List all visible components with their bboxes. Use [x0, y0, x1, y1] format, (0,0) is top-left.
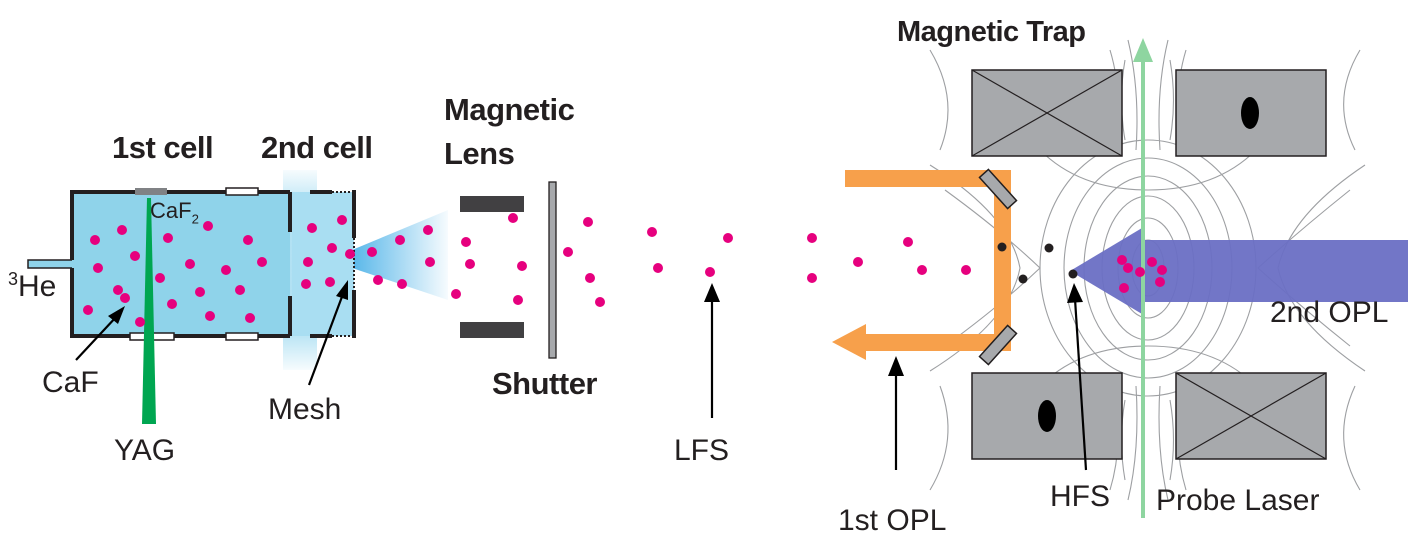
molecule-dot	[508, 213, 518, 223]
molecule-dot	[647, 227, 657, 237]
molecule-dot	[583, 217, 593, 227]
molecule-dot	[853, 257, 863, 267]
coil-top-left	[971, 69, 1123, 157]
second-cell	[310, 190, 356, 338]
molecule-dot	[465, 259, 475, 269]
molecule-dot	[203, 221, 213, 231]
he3-inlet	[27, 259, 77, 269]
molecule-dot	[705, 267, 715, 277]
coil-top-right	[1175, 69, 1327, 157]
molecule-dot	[1155, 277, 1165, 287]
molecule-dot	[1117, 255, 1127, 265]
molecule-dot	[185, 259, 195, 269]
molecule-dot	[903, 237, 913, 247]
he3-label: 3He	[8, 270, 56, 302]
molecule-dot	[243, 235, 253, 245]
molecule-dot	[917, 265, 927, 275]
second-opl-beam	[1070, 228, 1408, 314]
molecule-dot	[373, 275, 383, 285]
magnetic-label: Magnetic	[444, 92, 575, 127]
molecule-dot	[961, 265, 971, 275]
molecule-dot	[1135, 267, 1145, 277]
molecule-dot	[345, 249, 355, 259]
caf2-label: CaF2	[150, 200, 199, 226]
second-opl-label: 2nd OPL	[1270, 296, 1389, 329]
molecule-dot	[513, 295, 523, 305]
molecule-dot	[117, 225, 127, 235]
molecule-dot	[221, 265, 231, 275]
molecule-dot	[1147, 257, 1157, 267]
lens-label: Lens	[444, 136, 515, 171]
he3-superscript: 3	[8, 269, 19, 289]
molecule-dot	[120, 293, 130, 303]
molecule-dot	[563, 247, 573, 257]
molecule-dot	[517, 261, 527, 271]
molecule-dot	[90, 235, 100, 245]
he3-text: He	[18, 270, 57, 303]
molecule-dot	[93, 263, 103, 273]
molecule-dot	[461, 237, 471, 247]
molecule-dot	[451, 289, 461, 299]
molecule-dot	[130, 251, 140, 261]
molecule-dot	[595, 297, 605, 307]
molecule-dot	[303, 257, 313, 267]
first-opl-label: 1st OPL	[838, 504, 947, 537]
caf-label: CaF	[42, 366, 99, 399]
molecule-dot	[653, 263, 663, 273]
caf2-subscript: 2	[191, 211, 199, 227]
molecule-dot	[807, 233, 817, 243]
lfs-label: LFS	[674, 434, 730, 467]
molecule-dot	[135, 317, 145, 327]
molecule-dot	[235, 285, 245, 295]
molecule-dot	[83, 305, 93, 315]
second-cell-label: 2nd cell	[261, 130, 373, 165]
molecule-dot	[195, 287, 205, 297]
mesh-label: Mesh	[268, 393, 342, 426]
magnetic-trap-label: Magnetic Trap	[897, 16, 1086, 48]
molecule-dot	[155, 273, 165, 283]
molecule-dot	[395, 235, 405, 245]
hfs-molecules	[997, 242, 1078, 284]
molecule-dot	[327, 243, 337, 253]
molecules	[83, 213, 1167, 327]
hfs-label: HFS	[1050, 480, 1110, 513]
molecule-dot	[397, 279, 407, 289]
coil-bottom-left	[971, 372, 1123, 460]
molecule-dot	[167, 299, 177, 309]
molecule-dot	[807, 273, 817, 283]
probe-laser-beam	[1133, 38, 1153, 518]
magnetic-lens	[460, 196, 524, 338]
molecule-dot	[1123, 263, 1133, 273]
shutter-label: Shutter	[492, 366, 598, 401]
molecule-dot	[163, 233, 173, 243]
yag-beam	[142, 198, 156, 424]
molecule-dot	[337, 215, 347, 225]
first-opl-beam	[832, 168, 1018, 366]
molecule-dot	[257, 257, 267, 267]
molecule-dot	[1119, 283, 1129, 293]
molecule-dot	[425, 257, 435, 267]
yag-label: YAG	[114, 434, 176, 467]
probe-laser-label: Probe Laser	[1156, 484, 1320, 517]
molecule-dot	[1157, 265, 1167, 275]
pointer-arrows	[75, 280, 1088, 471]
molecule-dot	[245, 313, 255, 323]
molecule-dot	[205, 311, 215, 321]
molecule-dot	[325, 277, 335, 287]
coil-bottom-right	[1175, 372, 1327, 460]
molecule-dot	[423, 225, 433, 235]
molecule-dot	[367, 247, 377, 257]
first-cell-label: 1st cell	[112, 130, 214, 165]
caf2-text: CaF	[150, 198, 192, 223]
molecule-dot	[113, 285, 123, 295]
molecule-dot	[301, 279, 311, 289]
shutter-plate	[548, 181, 557, 359]
molecule-dot	[585, 273, 595, 283]
molecule-dot	[307, 223, 317, 233]
molecule-dot	[723, 233, 733, 243]
